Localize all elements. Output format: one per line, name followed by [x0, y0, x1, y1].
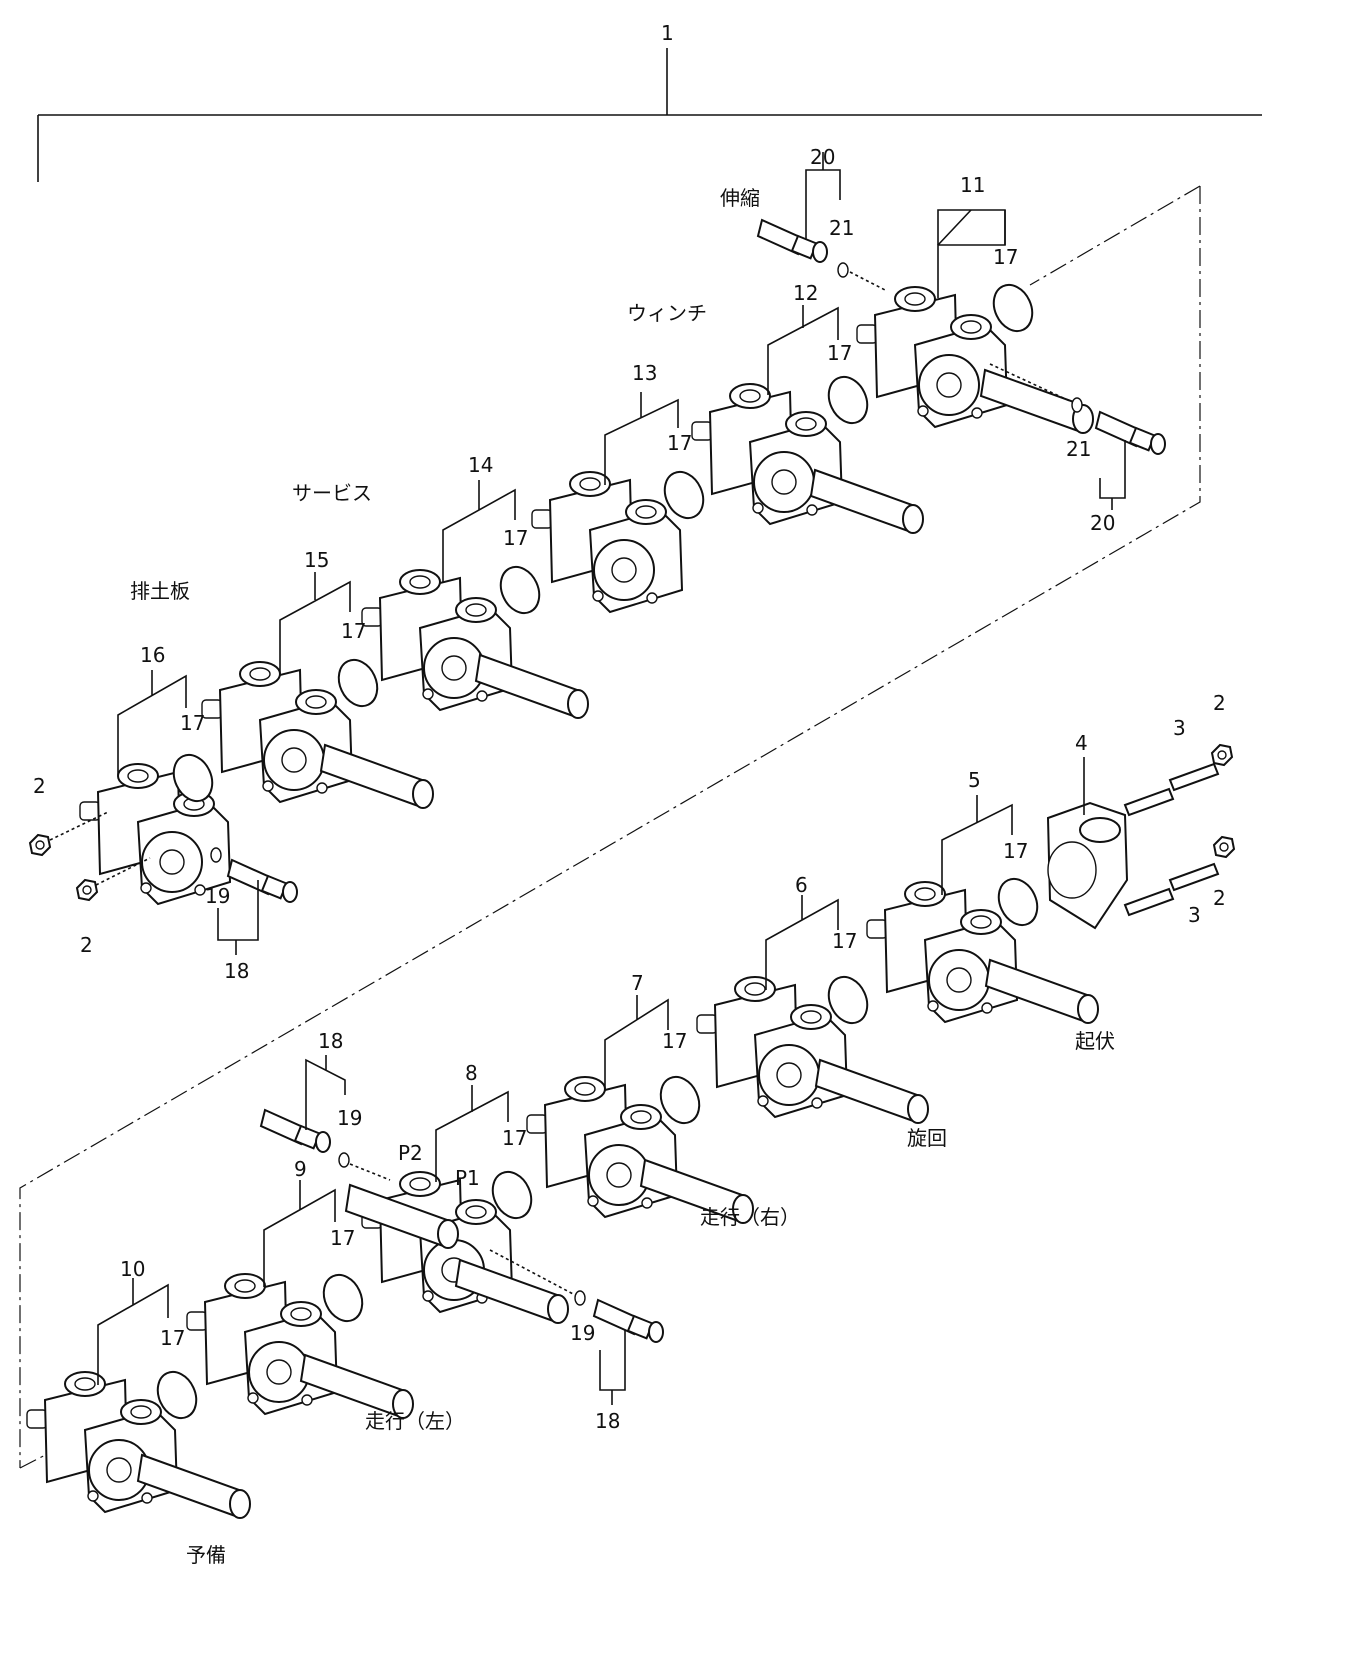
label-travel-left: 走行（左） — [365, 1409, 465, 1433]
callout-10: 10 — [120, 1257, 145, 1281]
callout-2-right-upper: 2 — [1213, 691, 1226, 715]
callout-20-upper: 20 — [810, 145, 835, 169]
valve-section-13: 13 17 — [531, 361, 712, 613]
valve-section-8: 8 17 P2 P1 — [345, 1061, 569, 1324]
callout-17-13: 17 — [667, 431, 692, 455]
valve-section-11: 11 17 — [856, 173, 1094, 434]
label-service: サービス — [292, 481, 372, 505]
callout-16: 16 — [140, 643, 165, 667]
callout-21-upper: 21 — [829, 216, 854, 240]
callout-17-10: 17 — [160, 1326, 185, 1350]
label-travel-right: 走行（右） — [700, 1205, 800, 1229]
callout-21-lower: 21 — [1066, 437, 1091, 461]
callout-15: 15 — [304, 548, 329, 572]
callout-2-left-lower: 2 — [80, 933, 93, 957]
label-blade: 排土板 — [130, 579, 190, 603]
callout-17-16: 17 — [180, 711, 205, 735]
label-spare: 予備 — [186, 1543, 226, 1567]
label-swing: 旋回 — [907, 1126, 947, 1150]
port-p2-label: P2 — [398, 1141, 423, 1165]
callout-11: 11 — [960, 173, 985, 197]
assembly-bracket: 1 — [37, 21, 1262, 182]
callout-18-upper: 18 — [318, 1029, 343, 1053]
relief-valve-18-lower: 19 18 — [489, 1249, 664, 1433]
callout-17-9: 17 — [330, 1226, 355, 1250]
valve-section-12: 12 17 ウィンチ — [627, 281, 924, 534]
valve-section-14: 14 17 サービス — [292, 453, 589, 719]
callout-17-6: 17 — [832, 929, 857, 953]
callout-19-upper: 19 — [337, 1106, 362, 1130]
callout-13: 13 — [632, 361, 657, 385]
valve-section-16: 16 17 2 2 19 18 — [29, 643, 298, 983]
callout-4: 4 — [1075, 731, 1088, 755]
port-p1-label: P1 — [455, 1166, 480, 1190]
label-telescope: 伸縮 — [720, 186, 760, 210]
callout-17-12: 17 — [827, 341, 852, 365]
callout-2-left-upper: 2 — [33, 774, 46, 798]
callout-17-8: 17 — [502, 1126, 527, 1150]
callout-14: 14 — [468, 453, 493, 477]
callout-17-7: 17 — [662, 1029, 687, 1053]
valve-section-4: 4 3 3 2 2 — [1046, 691, 1235, 930]
callout-6: 6 — [795, 873, 808, 897]
callout-19-left: 19 — [205, 884, 230, 908]
relief-valve-20-lower: 21 20 — [989, 363, 1166, 535]
callout-3-lower: 3 — [1188, 903, 1201, 927]
label-luffing: 起伏 — [1075, 1029, 1115, 1053]
valve-section-9: 9 17 走行（左） — [186, 1157, 465, 1433]
label-winch: ウィンチ — [627, 301, 707, 325]
callout-3-upper: 3 — [1173, 716, 1186, 740]
valve-section-6: 6 17 旋回 — [696, 873, 947, 1150]
callout-17-11: 17 — [993, 245, 1018, 269]
valve-section-7: 7 17 走行（右） — [526, 971, 800, 1229]
valve-section-10: 10 17 予備 — [26, 1257, 251, 1567]
callout-17-14: 17 — [503, 526, 528, 550]
callout-18-left: 18 — [224, 959, 249, 983]
callout-2-right-lower: 2 — [1213, 886, 1226, 910]
callout-8: 8 — [465, 1061, 478, 1085]
callout-17-15: 17 — [341, 619, 366, 643]
callout-20-lower: 20 — [1090, 511, 1115, 535]
callout-5: 5 — [968, 768, 981, 792]
relief-valve-18-upper: 18 19 — [260, 1029, 391, 1181]
valve-section-5: 5 17 起伏 — [866, 768, 1115, 1053]
valve-section-15: 15 17 排土板 — [130, 548, 434, 809]
callout-18-lower: 18 — [595, 1409, 620, 1433]
callout-assembly: 1 — [661, 21, 674, 45]
callout-7: 7 — [631, 971, 644, 995]
callout-12: 12 — [793, 281, 818, 305]
callout-9: 9 — [294, 1157, 307, 1181]
relief-valve-20-upper: 20 21 伸縮 — [720, 145, 886, 291]
callout-17-5: 17 — [1003, 839, 1028, 863]
callout-19-lower: 19 — [570, 1321, 595, 1345]
